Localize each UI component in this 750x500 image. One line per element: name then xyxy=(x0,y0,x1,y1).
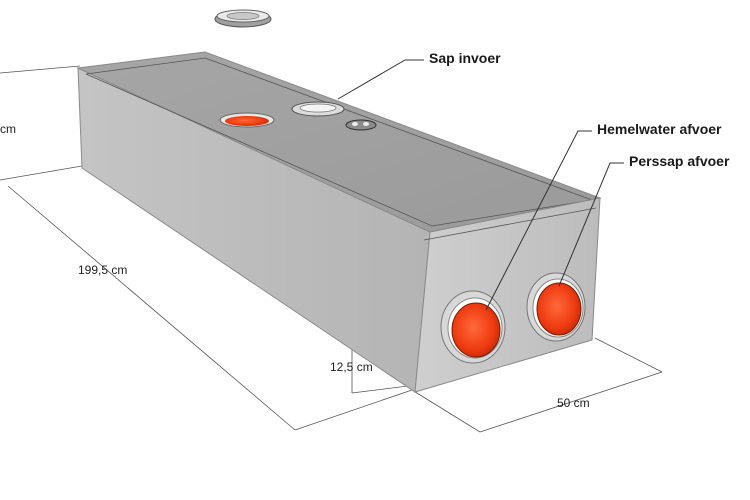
concrete-tank xyxy=(76,51,602,393)
pipe-height-dimension-label: 12,5 cm xyxy=(330,360,373,374)
small-valve-icon xyxy=(345,119,377,131)
leader-lines xyxy=(337,59,624,311)
length-dimension-label: 199,5 cm xyxy=(78,263,127,277)
sap-invoer-label: Sap invoer xyxy=(429,50,501,66)
top-opening-orange xyxy=(219,112,275,128)
loose-fitting-icon xyxy=(214,9,272,28)
perssap-afvoer-label: Perssap afvoer xyxy=(629,153,730,169)
left-cut-dimension-label: cm xyxy=(0,122,16,136)
hemelwater-afvoer-pipe xyxy=(440,290,506,364)
width-dimension-label: 50 cm xyxy=(557,396,590,410)
perssap-afvoer-pipe xyxy=(526,272,586,342)
hemelwater-afvoer-label: Hemelwater afvoer xyxy=(597,121,722,137)
sap-invoer-fitting xyxy=(291,101,345,117)
